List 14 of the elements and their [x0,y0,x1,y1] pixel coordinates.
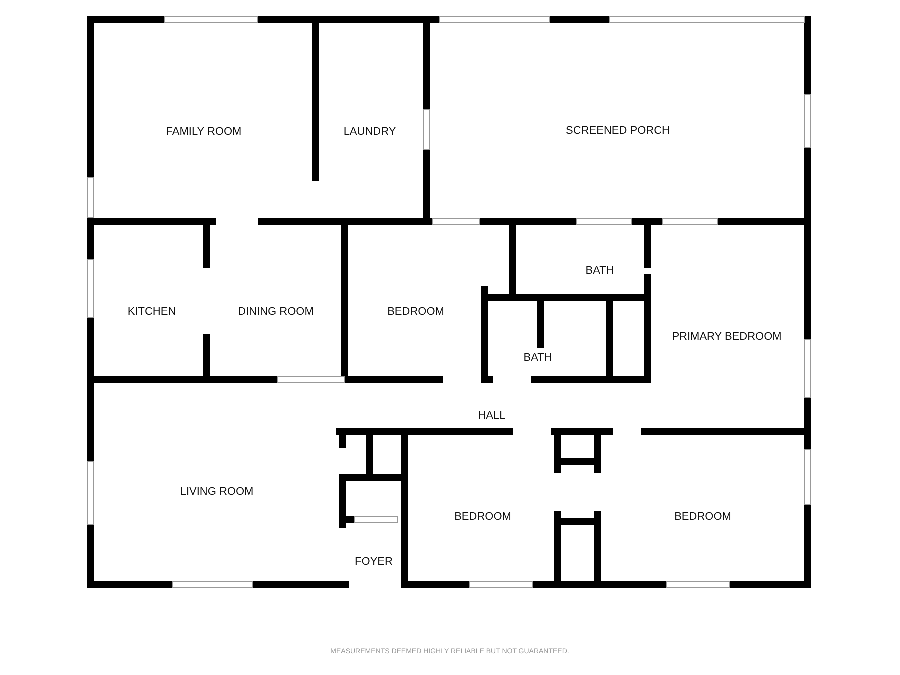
room-label: LIVING ROOM [180,486,254,498]
room-label: DINING ROOM [238,306,314,318]
room-label: BATH [586,265,614,277]
room-label: BEDROOM [388,306,444,318]
room-label: PRIMARY BEDROOM [672,331,782,343]
room-label: SCREENED PORCH [566,125,670,137]
room-label: BEDROOM [674,511,732,523]
room-label: HALL [478,410,506,422]
room-label: FAMILY ROOM [166,126,242,138]
room-label: BATH [524,352,552,364]
room-label: LAUNDRY [344,126,396,138]
room-label: KITCHEN [128,306,176,318]
room-label: FOYER [355,556,393,568]
room-label: BEDROOM [454,511,512,523]
